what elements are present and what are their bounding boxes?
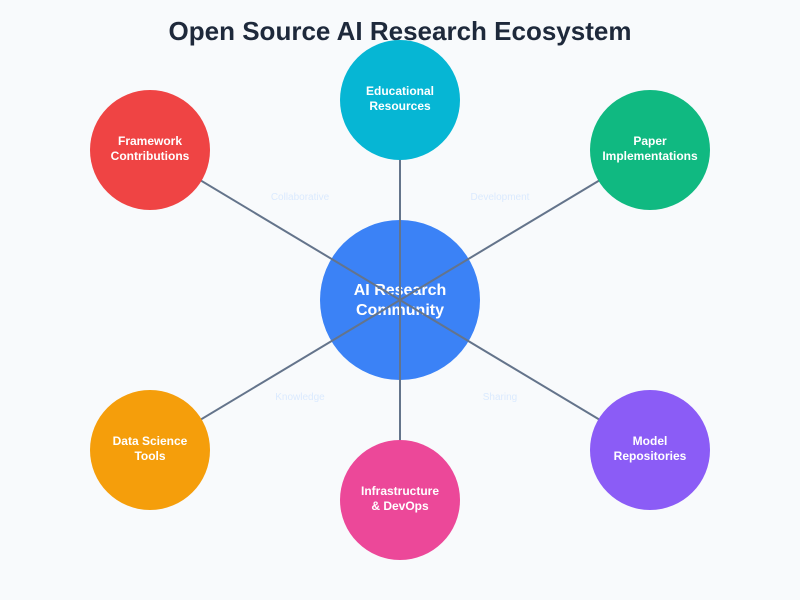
node-framework-label-line-2: Contributions [111,149,190,163]
node-infra-circle [340,440,460,560]
node-educational-label-line-2: Resources [369,99,431,113]
node-paper-circle [590,90,710,210]
node-educational-circle [340,40,460,160]
node-educational-label-line-1: Educational [366,84,434,98]
node-infra-label-line-2: & DevOps [371,499,429,513]
node-datascience-label-line-1: Data Science [113,434,188,448]
edge-label-sharing: Sharing [483,392,517,403]
node-model-label-line-1: Model [633,434,668,448]
node-framework-label-line-1: Framework [118,134,182,148]
node-framework-circle [90,90,210,210]
node-model-circle [590,390,710,510]
node-model-label-line-2: Repositories [614,449,687,463]
node-paper-label-line-1: Paper [633,134,667,148]
node-datascience-label-line-2: Tools [134,449,165,463]
node-infra: Infrastructure& DevOps [340,440,460,560]
node-datascience-circle [90,390,210,510]
edge-label-collaborative: Collaborative [271,192,330,203]
node-paper-label-line-2: Implementations [602,149,698,163]
edge-label-development: Development [471,192,530,203]
edge-label-knowledge: Knowledge [275,392,325,403]
node-infra-label-line-1: Infrastructure [361,484,439,498]
